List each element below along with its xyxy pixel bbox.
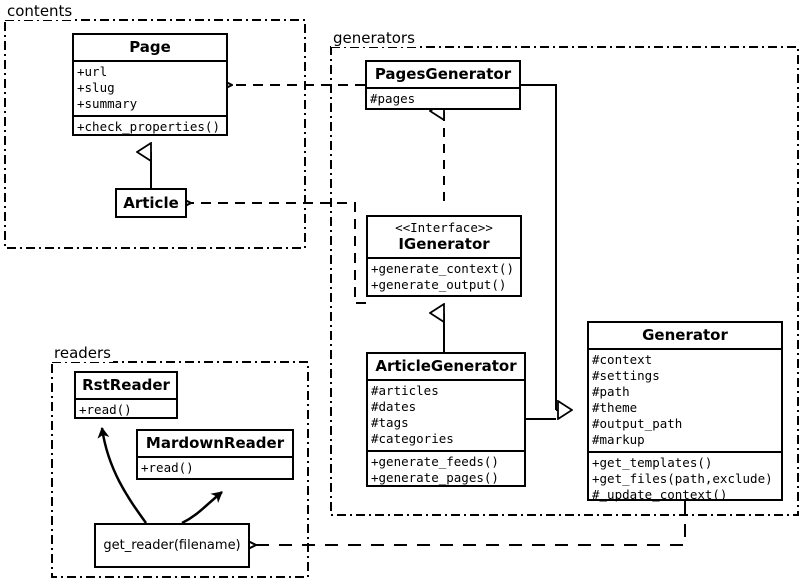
method: +generate_feeds(): [371, 454, 499, 469]
method: +read(): [141, 460, 194, 475]
method: +generate_pages(): [371, 470, 499, 485]
relation-generators-inherit-generator: [521, 84, 572, 420]
class-article-generator-attributes: #articles #dates #tags #categories: [368, 379, 524, 450]
class-article[interactable]: Article: [115, 188, 187, 218]
class-mardown-reader-title: MardownReader: [145, 434, 285, 452]
class-rst-reader-title: RstReader: [82, 376, 170, 394]
package-label-generators: generators: [331, 29, 417, 47]
attribute: #tags: [371, 415, 409, 430]
relation-get-reader-returns-mardownreader: [181, 491, 223, 525]
attribute: #context: [592, 352, 653, 367]
class-article-generator-methods: +generate_feeds() +generate_pages(): [368, 450, 524, 489]
class-pages-generator-attributes: #pages: [367, 87, 519, 110]
method: +generate_context(): [371, 260, 514, 276]
attribute: #path: [592, 384, 630, 399]
package-label-readers: readers: [52, 344, 113, 362]
class-pages-generator-title: PagesGenerator: [374, 65, 512, 83]
class-article-generator[interactable]: ArticleGenerator #articles #dates #tags …: [366, 352, 526, 487]
class-igenerator-methods: +generate_context() +generate_output(): [368, 256, 520, 296]
class-page-methods: +check_properties(): [74, 115, 226, 138]
class-pages-generator[interactable]: PagesGenerator #pages: [365, 60, 521, 110]
attribute: #pages: [370, 91, 416, 106]
attribute: #output_path: [592, 416, 683, 431]
attribute: #theme: [592, 400, 638, 415]
attribute: #articles: [371, 383, 439, 398]
class-rst-reader-methods: +read(): [76, 398, 176, 421]
class-igenerator-title: <<Interface>> IGenerator: [368, 217, 520, 257]
attribute: #categories: [371, 431, 454, 446]
class-rst-reader[interactable]: RstReader +read(): [74, 371, 178, 419]
method: +get_templates(): [592, 455, 713, 470]
class-page-title: Page: [129, 38, 171, 56]
relation-generator-uses-get-reader: [256, 501, 686, 545]
class-igenerator-name: IGenerator: [398, 234, 490, 253]
class-article-generator-title: ArticleGenerator: [375, 357, 517, 375]
method: +check_properties(): [77, 119, 220, 134]
method: +get_files(path,exclude): [592, 471, 773, 486]
class-page[interactable]: Page +url +slug +summary +check_properti…: [72, 33, 228, 136]
class-generator-methods: +get_templates() +get_files(path,exclude…: [589, 451, 781, 506]
class-page-attributes: +url +slug +summary: [74, 60, 226, 115]
class-generator-title: Generator: [642, 326, 728, 344]
function-get-reader[interactable]: get_reader(filename): [94, 523, 250, 568]
class-mardown-reader-methods: +read(): [138, 456, 292, 479]
class-generator[interactable]: Generator #context #settings #path #them…: [587, 321, 783, 502]
attribute: #settings: [592, 368, 660, 383]
attribute: +url: [77, 64, 108, 79]
class-generator-attributes: #context #settings #path #theme #output_…: [589, 348, 781, 451]
method: #_update_context(): [592, 487, 728, 502]
attribute: +summary: [77, 96, 138, 111]
attribute: #dates: [371, 399, 417, 414]
class-igenerator[interactable]: <<Interface>> IGenerator +generate_conte…: [366, 215, 522, 297]
package-label-contents: contents: [5, 2, 75, 20]
relation-articlegenerator-uses-article: [191, 203, 366, 304]
method: +generate_output(): [371, 276, 507, 292]
method: +read(): [79, 402, 132, 417]
attribute: #markup: [592, 432, 645, 447]
attribute: +slug: [77, 80, 115, 95]
class-mardown-reader[interactable]: MardownReader +read(): [136, 429, 294, 480]
